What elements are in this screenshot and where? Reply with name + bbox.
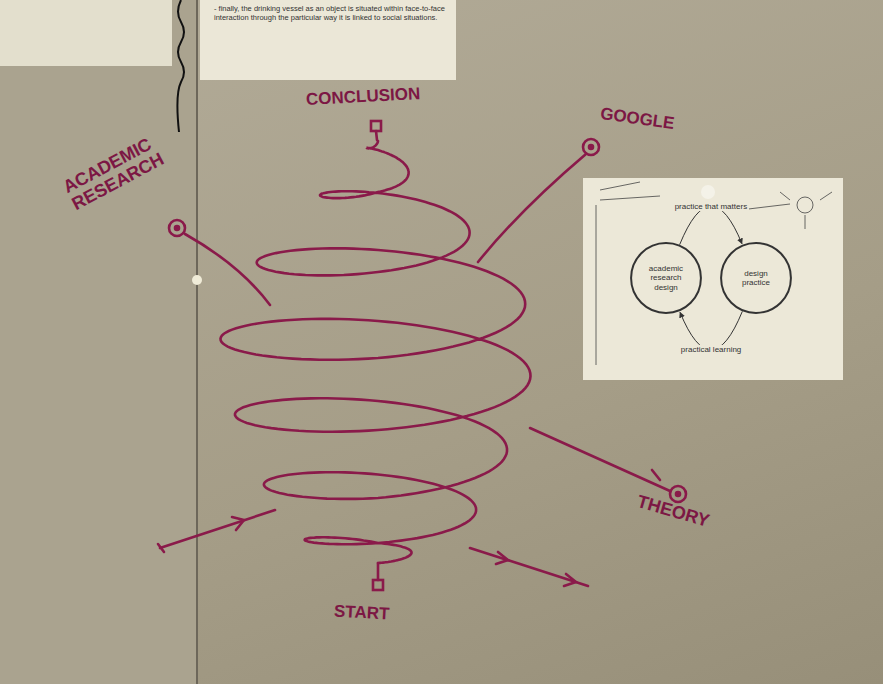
arrow-line [470, 548, 588, 586]
circle-shape [631, 243, 701, 313]
marker-label: THEORY [635, 492, 712, 531]
cycle-arrow [680, 206, 742, 245]
marker-label: GOOGLE [599, 105, 675, 133]
source-marker [169, 220, 185, 236]
end-square [371, 121, 381, 131]
edge-label: practice that matters [673, 202, 749, 211]
leader-line [478, 154, 586, 262]
ribbon [177, 0, 184, 132]
circle-shape [721, 243, 791, 313]
spiral-path [221, 141, 531, 563]
marker-label: CONCLUSION [306, 85, 421, 109]
paper-sheet [0, 0, 172, 66]
arrow-line [160, 510, 275, 548]
note-text: - finally, the drinking vessel as an obj… [214, 4, 450, 22]
cycle-circle: academic research design [630, 242, 702, 314]
sketch-mark [600, 182, 660, 200]
sketch-mark [797, 197, 813, 213]
source-marker [175, 226, 179, 230]
cycle-arrow [680, 311, 742, 350]
source-marker [589, 145, 593, 149]
source-marker [670, 486, 686, 502]
marker-label: START [334, 603, 390, 624]
start-square [373, 580, 383, 590]
leader-line [185, 234, 270, 305]
cycle-circle: design practice [720, 242, 792, 314]
leader-line [530, 428, 670, 491]
circle-text: academic research design [640, 264, 692, 292]
arrow-tail [158, 544, 164, 552]
arrow-head [496, 552, 508, 564]
sketch-mark [740, 192, 832, 229]
circle-text: design practice [730, 269, 782, 287]
paper-sheet [583, 178, 843, 380]
sketch-mark [596, 205, 597, 365]
tick [652, 470, 660, 480]
arrow-feather [564, 574, 576, 586]
pin [701, 185, 715, 199]
source-marker [676, 492, 680, 496]
paper-sheet [200, 0, 456, 80]
board-panel [0, 0, 197, 684]
board-seam [196, 0, 198, 684]
arrow-head [232, 517, 244, 530]
edge-label: practical learning [679, 345, 743, 354]
source-marker [583, 139, 599, 155]
spiral-link [376, 131, 377, 140]
spiral-link [377, 563, 380, 580]
pin [192, 275, 202, 285]
